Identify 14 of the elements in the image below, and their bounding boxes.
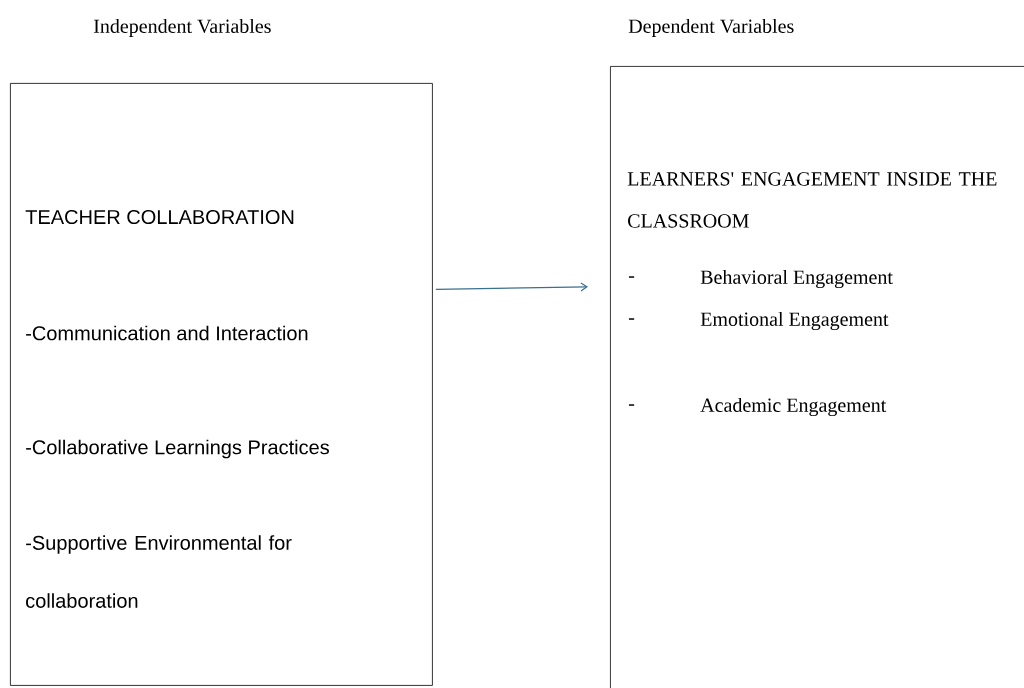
column-heading: Independent Variables	[93, 18, 271, 38]
bullet-dash: -	[628, 318, 635, 320]
arrow	[435, 282, 588, 292]
box-heading: TEACHER COLLABORATION	[25, 209, 294, 225]
list-item: -Communication and Interaction	[26, 325, 308, 341]
column-heading: Dependent Variables	[628, 18, 794, 38]
list-item: -Collaborative Learnings Practices	[26, 439, 329, 459]
list-item: Behavioral Engagement	[700, 269, 893, 289]
list-item: -Supportive Environmental for collaboration	[26, 535, 292, 608]
bullet-dash: -	[628, 404, 635, 406]
box-heading: LEARNERS' ENGAGEMENT INSIDE THE CLASSROOM	[627, 172, 997, 228]
list-item: Academic Engagement	[700, 397, 887, 417]
list-item: Emotional Engagement	[700, 311, 889, 331]
bullet-dash: -	[628, 276, 635, 278]
